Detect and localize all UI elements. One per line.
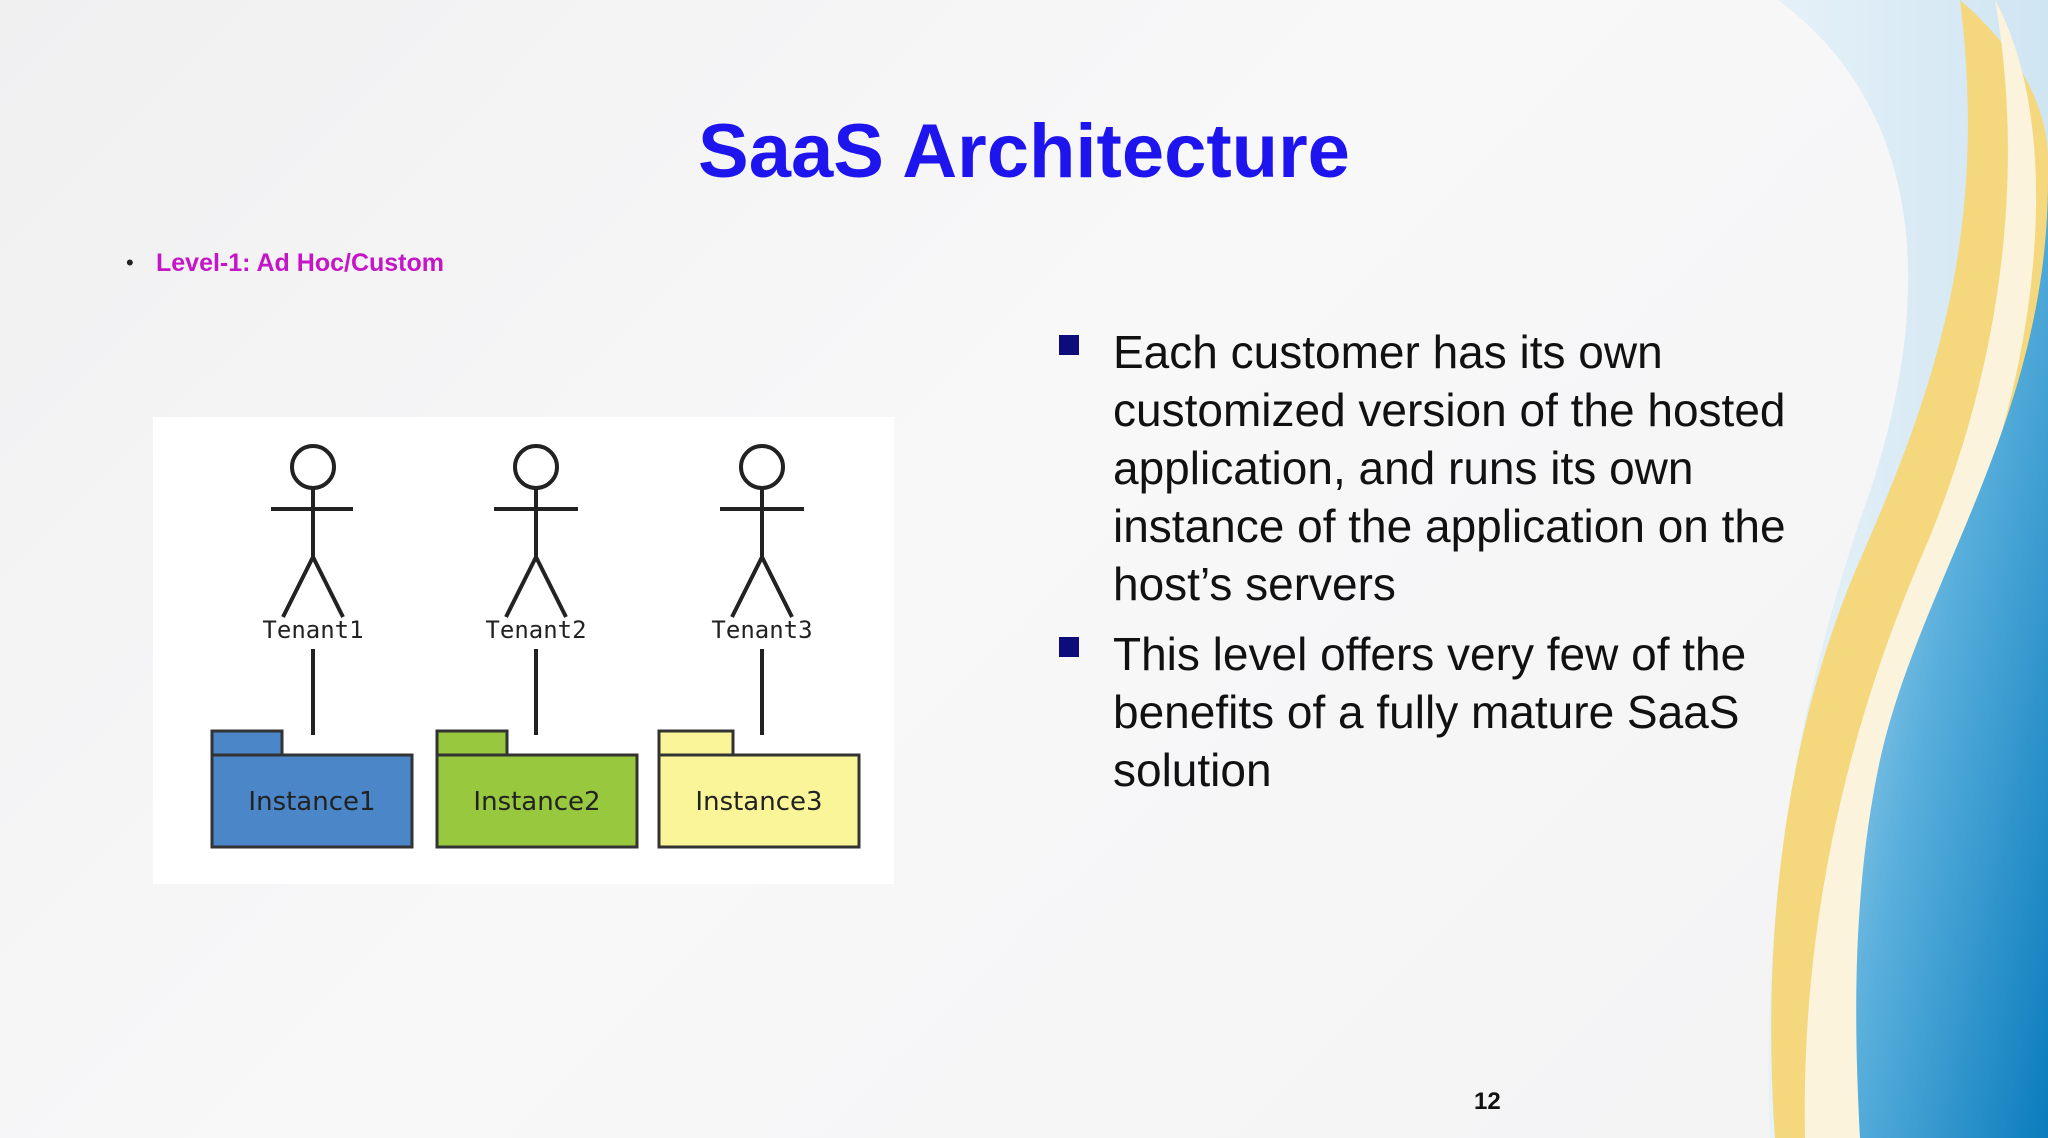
level-label: Level-1: Ad Hoc/Custom [156, 249, 445, 277]
blue-wave [1856, 180, 2048, 1138]
tenant-3-head [739, 444, 785, 490]
instance-3-tab [657, 729, 735, 757]
bullet-list: Each customer has its own customized ver… [1057, 323, 1877, 811]
instance-1-tab [210, 729, 284, 757]
instance-3-package [657, 729, 861, 849]
instance-2-label: Instance2 [473, 787, 600, 817]
tenant-1-leg-right [311, 556, 345, 618]
instance-2-package [435, 729, 639, 849]
square-bullet-icon [1059, 637, 1079, 657]
instance-2-tab [435, 729, 509, 757]
tenant-2-leg-left [504, 556, 538, 618]
tenant-3-label: Tenant3 [711, 616, 812, 644]
square-bullet-icon [1059, 335, 1079, 355]
bullet-item: This level offers very few of the benefi… [1057, 625, 1877, 799]
tenant-2-label: Tenant2 [485, 616, 586, 644]
bullet-text: This level offers very few of the benefi… [1113, 628, 1747, 796]
white-wave [1804, 0, 2037, 1138]
instance-1-label: Instance1 [248, 787, 375, 817]
tenant-2-group [494, 444, 578, 735]
instance-1-package [210, 729, 414, 849]
tenant-3-leg-left [730, 556, 764, 618]
tenant-1-head [290, 444, 336, 490]
tenant-instance-diagram: Tenant1 Tenant2 Tenant3 Instance1 Instan… [153, 417, 894, 884]
bullet-dot: • [126, 250, 134, 275]
tenant-3-leg-right [760, 556, 794, 618]
tenant-1-leg-left [281, 556, 315, 618]
instance-3-label: Instance3 [695, 787, 822, 817]
slide-title: SaaS Architecture [698, 109, 1350, 194]
page-number: 12 [1474, 1088, 1501, 1115]
bullet-item: Each customer has its own customized ver… [1057, 323, 1877, 613]
diagram-canvas: Tenant1 Tenant2 Tenant3 Instance1 Instan… [210, 444, 861, 849]
bullet-text: Each customer has its own customized ver… [1113, 326, 1786, 610]
tenant-1-group [271, 444, 353, 735]
tenant-2-head [513, 444, 559, 490]
tenant-2-leg-right [534, 556, 568, 618]
tenant-3-group [720, 444, 804, 735]
instance-3-box [657, 753, 861, 849]
instance-2-box [435, 753, 639, 849]
instance-1-box [210, 753, 414, 849]
tenant-1-label: Tenant1 [262, 616, 363, 644]
